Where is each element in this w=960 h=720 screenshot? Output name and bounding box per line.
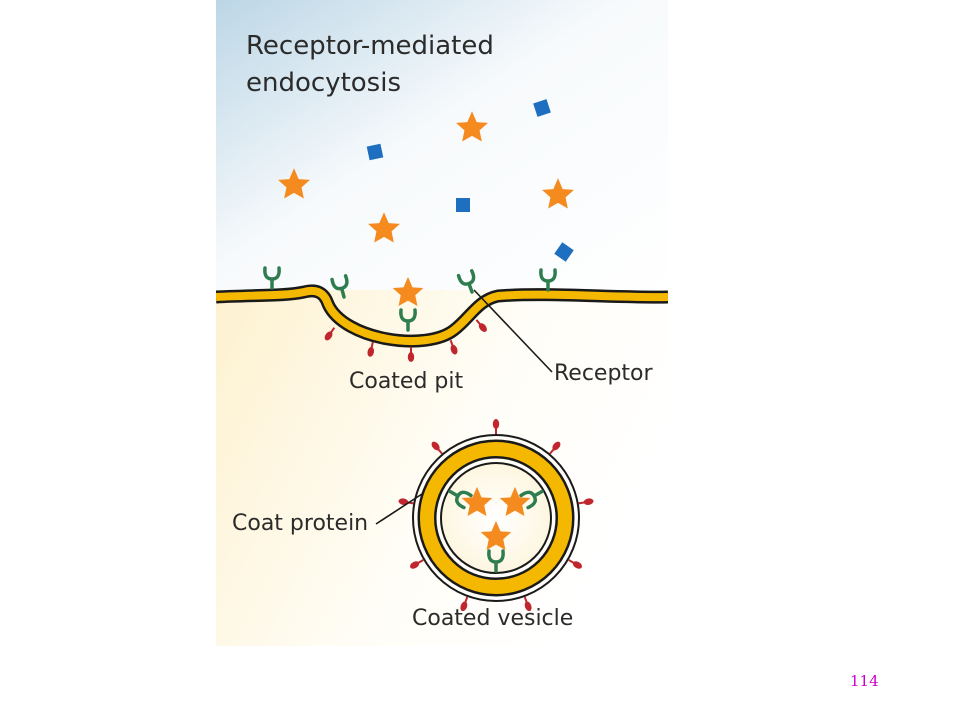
vesicle-receptors [448,489,544,573]
membrane-receptors [263,266,557,332]
star-icon [392,276,424,306]
extracellular-background [216,0,668,300]
coat-protein-icon [324,327,336,341]
star-icon [278,168,310,199]
coat-protein-icon [523,596,532,612]
coat-protein-icon [492,419,500,434]
endocytosis-diagram [216,0,668,646]
receptor-icon [330,274,349,299]
square-icon [456,198,470,212]
coat-protein-icon [475,319,487,332]
coat-protein-icon [409,559,424,569]
ligand-stars [278,111,574,306]
receptor-icon [448,489,473,510]
coat-protein-icon [407,347,415,362]
coated-pit-label: Coated pit [349,369,464,394]
receptor-pointer-line [473,289,553,373]
coat-protein-label: Coat protein [232,511,369,536]
vesicle-coat-proteins [398,419,594,612]
star-icon [368,212,400,243]
square-icon [366,143,384,161]
coat-protein-icon [367,341,375,357]
receptor-icon [519,489,544,510]
square-icon [533,99,551,117]
star-icon [499,486,531,516]
star-icon [461,486,493,516]
coat-protein-icon [549,441,561,455]
vesicle-ligands [461,486,531,550]
receptor-label: Receptor [554,361,653,386]
page-number: 114 [850,672,879,690]
plasma-membrane [216,284,668,348]
star-icon [542,178,574,209]
receptor-icon [539,268,557,292]
coated-vesicle-label: Coated vesicle [412,606,574,631]
coat-protein-icon [431,441,443,455]
coat-protein-icon [568,559,583,569]
receptor-icon [263,266,281,290]
receptor-icon [456,269,476,294]
diagram-title-line-1: Receptor-mediated [246,31,494,61]
coat-protein-pointer-line [375,493,423,525]
pit-coat-proteins [324,319,487,362]
diagram-title-line-2: endocytosis [246,68,401,98]
other-molecules [366,99,574,262]
receptor-icon [399,308,417,332]
star-icon [456,111,488,142]
diagram-panel: Receptor-mediated endocytosis Receptor C… [216,0,668,646]
receptor-icon [487,549,505,573]
square-icon [554,242,574,262]
coated-vesicle [398,419,594,612]
coat-protein-icon [449,339,458,355]
star-icon [480,520,512,550]
coat-protein-icon [460,596,469,612]
coat-protein-icon [578,498,594,505]
vesicle-lumen [440,462,552,574]
